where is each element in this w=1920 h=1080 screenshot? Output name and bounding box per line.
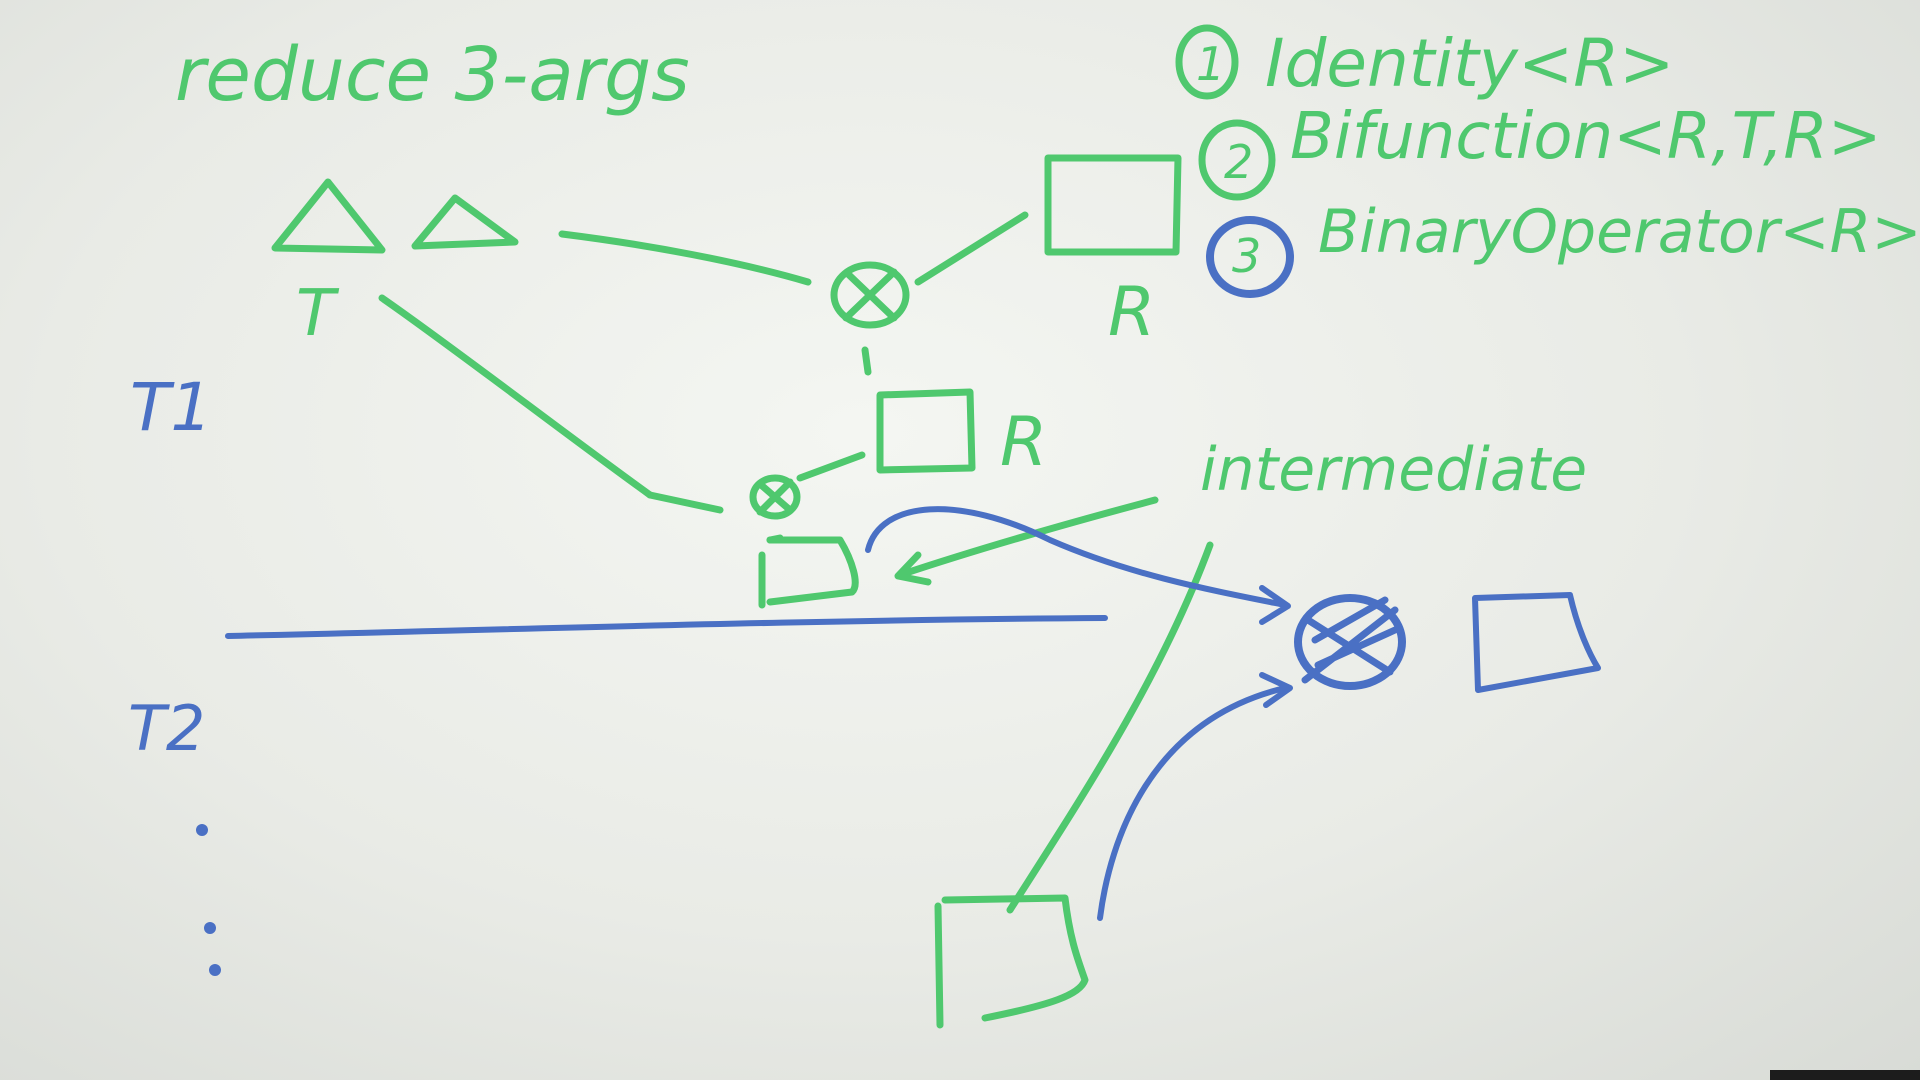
tick-mark — [861, 346, 872, 376]
line-intermediate-to-box-low — [1006, 541, 1214, 914]
label-r-mid: R — [1000, 403, 1047, 482]
box-top-r — [1044, 154, 1182, 256]
box-result-1 — [758, 536, 859, 609]
box-combiner-result — [1472, 592, 1601, 693]
line-t-to-op-low — [378, 294, 654, 499]
operator-combiner — [1294, 594, 1406, 690]
arrow-combiner-top-head — [1259, 585, 1291, 625]
label-thread1: T1 — [130, 369, 212, 446]
thread-divider — [225, 615, 1108, 639]
operator-low — [749, 474, 801, 520]
triangle-1 — [271, 178, 386, 254]
operator-top — [830, 261, 910, 329]
box-mid-r — [876, 388, 976, 474]
line-t-to-op-low-end — [646, 491, 724, 514]
label-t: T — [296, 277, 340, 351]
item-1-text: Identity<R> — [1265, 25, 1674, 102]
label-r-top: R — [1108, 273, 1155, 352]
box-low — [934, 894, 1089, 1029]
triangle-2 — [411, 194, 519, 250]
arrow-intermediate-head — [894, 551, 932, 586]
arrow-combiner-bottom — [1097, 685, 1288, 921]
item-2-circle — [1198, 119, 1276, 201]
item-2-text: Bifunction<R,T,R> — [1290, 100, 1882, 174]
label-thread2: T2 — [128, 692, 205, 765]
line-triangles-to-op — [558, 230, 812, 286]
line-op-to-box-top — [914, 211, 1029, 286]
item-3-circle — [1206, 216, 1294, 298]
item-2: 2 Bifunction<R,T,R> — [1198, 100, 1882, 201]
title-text: reduce 3-args — [175, 32, 690, 118]
item-3: 3 BinaryOperator<R> — [1206, 197, 1920, 298]
item-1-number: 1 — [1196, 37, 1225, 91]
ellipsis-dots — [196, 824, 221, 976]
arrow-combiner-bottom-head — [1259, 672, 1293, 708]
line-op-low-to-box-mid — [796, 451, 866, 482]
board-edge-marker — [1770, 1070, 1920, 1080]
arrow-combiner-top — [865, 506, 1288, 608]
item-2-number: 2 — [1224, 135, 1253, 189]
item-3-number: 3 — [1232, 229, 1261, 283]
label-intermediate: intermediate — [1200, 435, 1587, 505]
box-result-1-top — [766, 534, 784, 544]
item-1-circle — [1175, 24, 1239, 100]
item-3-text: BinaryOperator<R> — [1318, 197, 1920, 267]
arrow-intermediate — [896, 496, 1159, 579]
item-1: 1 Identity<R> — [1175, 24, 1674, 102]
